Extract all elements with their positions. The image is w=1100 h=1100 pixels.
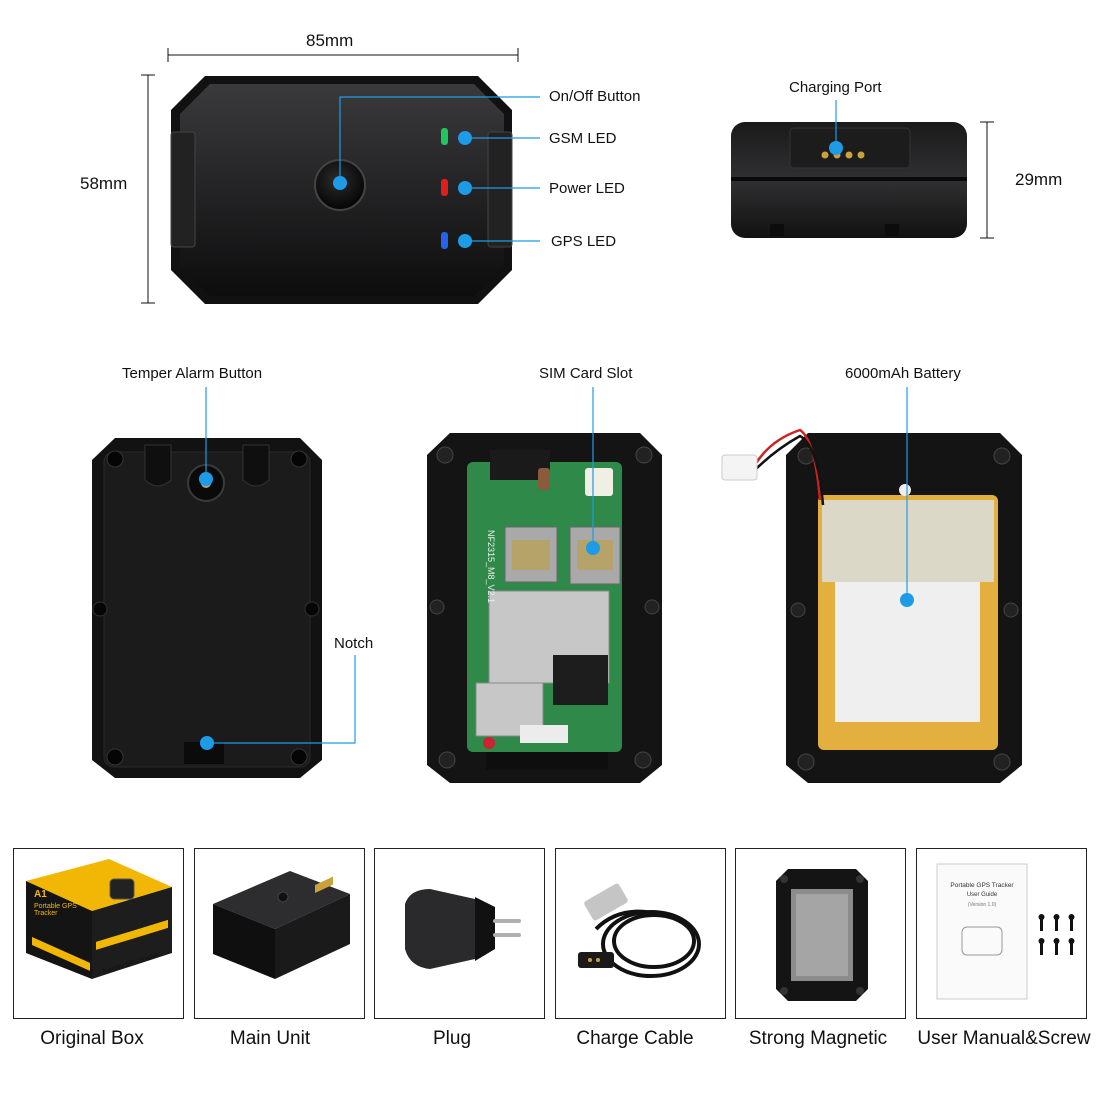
sim-card-slot-label: SIM Card Slot [539,365,633,382]
gps-led-label: GPS LED [551,233,617,250]
notch-label: Notch [334,635,374,652]
box-text-top: A1 [34,889,47,900]
height-label: 58mm [80,174,128,193]
package-item-main-unit [194,848,365,1019]
package-item-strong-magnetic [735,848,906,1019]
gsm-led-label: GSM LED [549,130,617,147]
power-led-label: Power LED [549,180,625,197]
charging-port-label: Charging Port [789,79,882,96]
battery-label: 6000mAh Battery [845,365,961,382]
package-item-original-box: A1 Portable GPS Tracker Portable GPS Tra… [13,848,184,1019]
pcb-model-text: NF2315_M8_V2.1 [486,530,496,604]
package-item-user-manual: Portable GPS Tracker User Guide (Version… [916,848,1087,1019]
package-item-charge-cable [555,848,726,1019]
tamper-alarm-label: Temper Alarm Button [122,365,263,382]
caption-plug: Plug [432,1028,472,1049]
caption-main-unit: Main Unit [229,1028,311,1049]
caption-charge-cable: Charge Cable [576,1028,694,1049]
width-label: 85mm [306,31,354,50]
caption-user-manual: User Manual&Screw [917,1028,1091,1049]
depth-label: 29mm [1015,170,1063,189]
caption-strong-magnetic: Strong Magnetic [748,1028,888,1049]
caption-original-box: Original Box [40,1028,144,1049]
box-text-title: Portable GPS Tracker [34,903,77,917]
package-item-plug [374,848,545,1019]
manual-subtitle: User Guide [966,892,998,898]
manual-title: Portable GPS Tracker [950,882,1014,889]
on-off-button-label: On/Off Button [549,88,641,105]
manual-version: (Version 1.0) [967,902,997,908]
